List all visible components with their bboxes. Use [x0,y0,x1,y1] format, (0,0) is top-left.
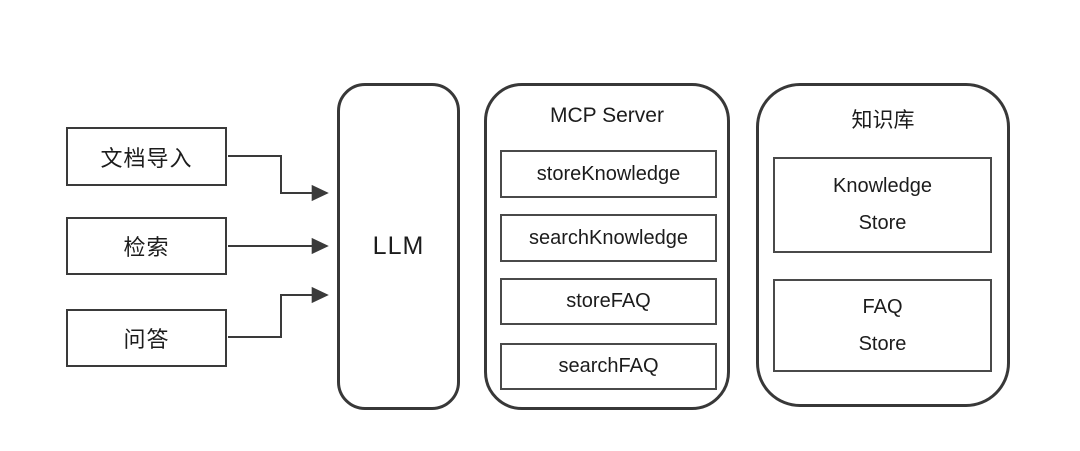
knowledge-base-title: 知识库 [851,109,915,132]
llm-label: LLM [372,232,425,260]
mcp-server-title: MCP Server [550,104,664,127]
faq-store-line2: Store [858,332,907,355]
knowledge-store-line2: Store [858,212,907,234]
store-box-knowledge-store: Knowledge Store [773,157,992,253]
faq-store-line1: FAQ [862,295,903,318]
tool-box-store-knowledge: storeKnowledge [500,150,717,198]
mcp-server-container: MCP Server storeKnowledge searchKnowledg… [484,83,730,410]
store-box-faq-store: FAQ Store [773,279,992,372]
arrow-qa-to-llm [228,286,329,338]
tool-box-store-faq: storeFAQ [500,278,717,325]
tool-label-store-knowledge: storeKnowledge [536,162,681,185]
arrow-document-import-to-llm [228,155,329,202]
knowledge-base-container: 知识库 Knowledge Store FAQ Store [756,83,1010,407]
tool-box-search-knowledge: searchKnowledge [500,214,717,262]
tool-label-store-faq: storeFAQ [566,290,651,312]
input-box-qa: 问答 [66,309,227,367]
llm-box: LLM [337,83,460,410]
input-box-retrieval: 检索 [66,217,227,275]
tool-label-search-faq: searchFAQ [558,355,659,377]
input-label-qa: 问答 [123,327,170,352]
input-label-retrieval: 检索 [123,235,170,260]
input-label-document-import: 文档导入 [100,145,193,171]
tool-label-search-knowledge: searchKnowledge [529,226,688,249]
input-box-document-import: 文档导入 [66,127,227,186]
tool-box-search-faq: searchFAQ [500,343,717,390]
knowledge-store-line1: Knowledge [833,175,932,197]
